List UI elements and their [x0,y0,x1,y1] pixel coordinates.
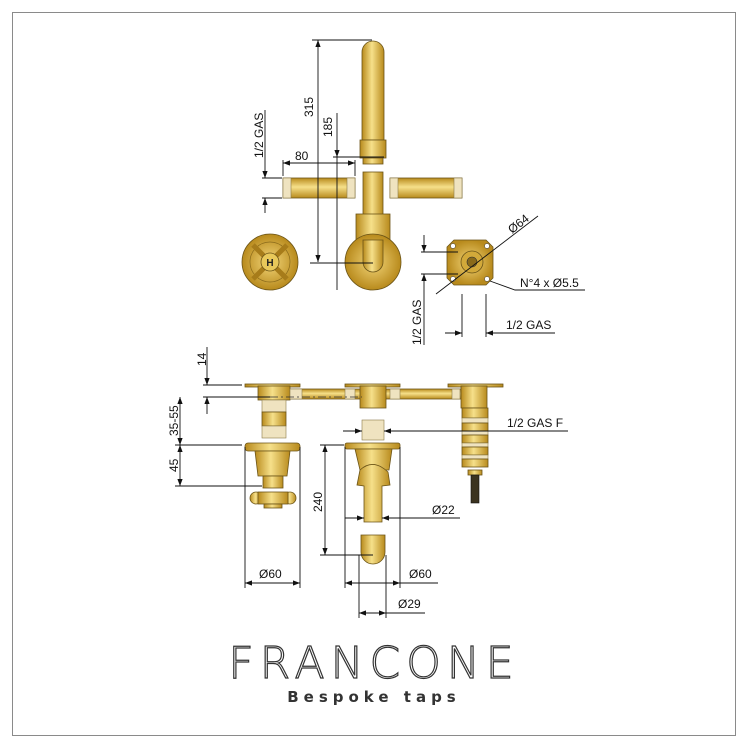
dimension-diameter-60-left: Ø60 [244,447,301,588]
dimension-240: 240 [311,444,373,556]
hot-indicator-label: H [266,258,273,269]
dimension-diameter-22: Ø22 [345,503,460,521]
dimension-half-gas-f: 1/2 GAS F [343,416,568,434]
connection-pipe-left [282,177,356,199]
dim-80-label: 80 [295,149,309,163]
dim-half-gas-left-label: 1/2 GAS [252,113,266,158]
dim-diam22-label: Ø22 [432,503,455,517]
valve-handle-front-view [244,399,301,509]
spout-front-view [344,419,401,565]
connection-pipe-right [389,177,463,199]
dimension-315: 315 [302,39,373,264]
dim-diam60-left-label: Ø60 [259,567,282,581]
dim-half-gas-vertical-label: 1/2 GAS [410,300,424,345]
dimension-half-gas-vertical: 1/2 GAS [410,235,458,345]
dimension-half-gas-left: 1/2 GAS [252,110,282,213]
dim-14-label: 14 [195,352,209,366]
dim-diam60-mid-label: Ø60 [409,567,432,581]
dim-half-gas-f-label: 1/2 GAS F [507,416,563,430]
brand-logo: FRANCONE [228,638,519,689]
brand-tagline: Bespoke taps [287,688,461,706]
spout-top-view [344,40,402,291]
dimension-185: 185 [321,113,384,290]
dim-35-55-label: 35-55 [167,405,181,436]
cross-handle-top-view: H [241,233,299,291]
dimension-80: 80 [282,149,356,176]
dim-holes-label: N°4 x Ø5.5 [520,276,579,290]
dimension-diameter-29: Ø29 [358,555,425,618]
dim-185-label: 185 [321,117,335,137]
backplate-top-view [446,239,494,286]
dimension-mounting-holes: N°4 x Ø5.5 [489,276,585,291]
dimension-diameter-60-mid: Ø60 [344,447,438,588]
shower-hose-connector [461,407,489,504]
dim-315-label: 315 [302,97,316,117]
drawing-frame [12,12,736,736]
dim-45-label: 45 [167,458,181,472]
dim-diam64-label: Ø64 [505,211,532,236]
dimension-35-55: 35-55 [167,397,183,445]
dim-diam29-label: Ø29 [398,597,421,611]
dimension-14: 14 [195,347,270,414]
dim-240-label: 240 [311,492,325,512]
dimension-half-gas-bottom: 1/2 GAS [445,294,555,337]
dim-half-gas-bottom-label: 1/2 GAS [506,318,551,332]
dimension-45: 45 [167,444,262,487]
